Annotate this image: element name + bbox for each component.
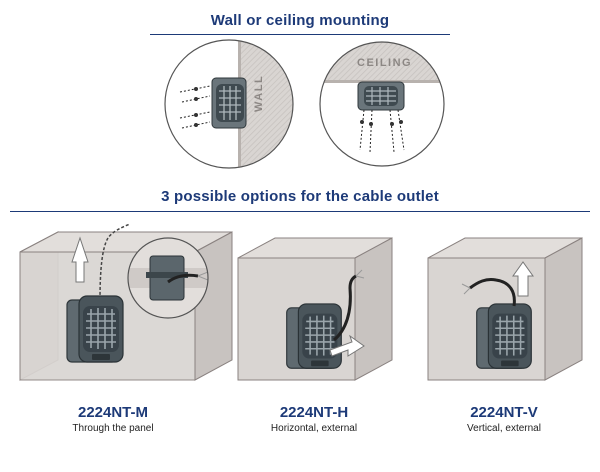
option-h-code: 2224NT-H xyxy=(279,404,349,421)
option-h-caption: 2224NT-H Horizontal, external xyxy=(214,404,414,434)
option-v-code: 2224NT-V xyxy=(470,404,538,421)
wall-label: WALL xyxy=(253,75,265,112)
mounting-title-rule xyxy=(150,34,450,35)
options-title-rule xyxy=(10,211,590,212)
options-title: 3 possible options for the cable outlet xyxy=(161,188,439,205)
through-panel-detail xyxy=(127,237,209,319)
ceiling-label: CEILING xyxy=(357,57,412,69)
wall-mount-diagram xyxy=(164,39,294,169)
arrow-up-icon xyxy=(71,236,89,283)
option-v-desc: Vertical, external xyxy=(467,423,541,434)
arrow-right-icon xyxy=(329,334,365,357)
option-h-illustration xyxy=(237,237,393,381)
arrow-up-icon xyxy=(512,261,534,297)
mounting-title: Wall or ceiling mounting xyxy=(210,12,390,29)
option-v-caption: 2224NT-V Vertical, external xyxy=(404,404,600,434)
option-v-illustration xyxy=(427,237,583,381)
option-m-desc: Through the panel xyxy=(72,423,154,434)
option-m-code: 2224NT-M xyxy=(77,404,149,421)
wall-surface xyxy=(240,40,293,168)
option-m-caption: 2224NT-M Through the panel xyxy=(13,404,213,434)
option-h-desc: Horizontal, external xyxy=(270,423,358,434)
